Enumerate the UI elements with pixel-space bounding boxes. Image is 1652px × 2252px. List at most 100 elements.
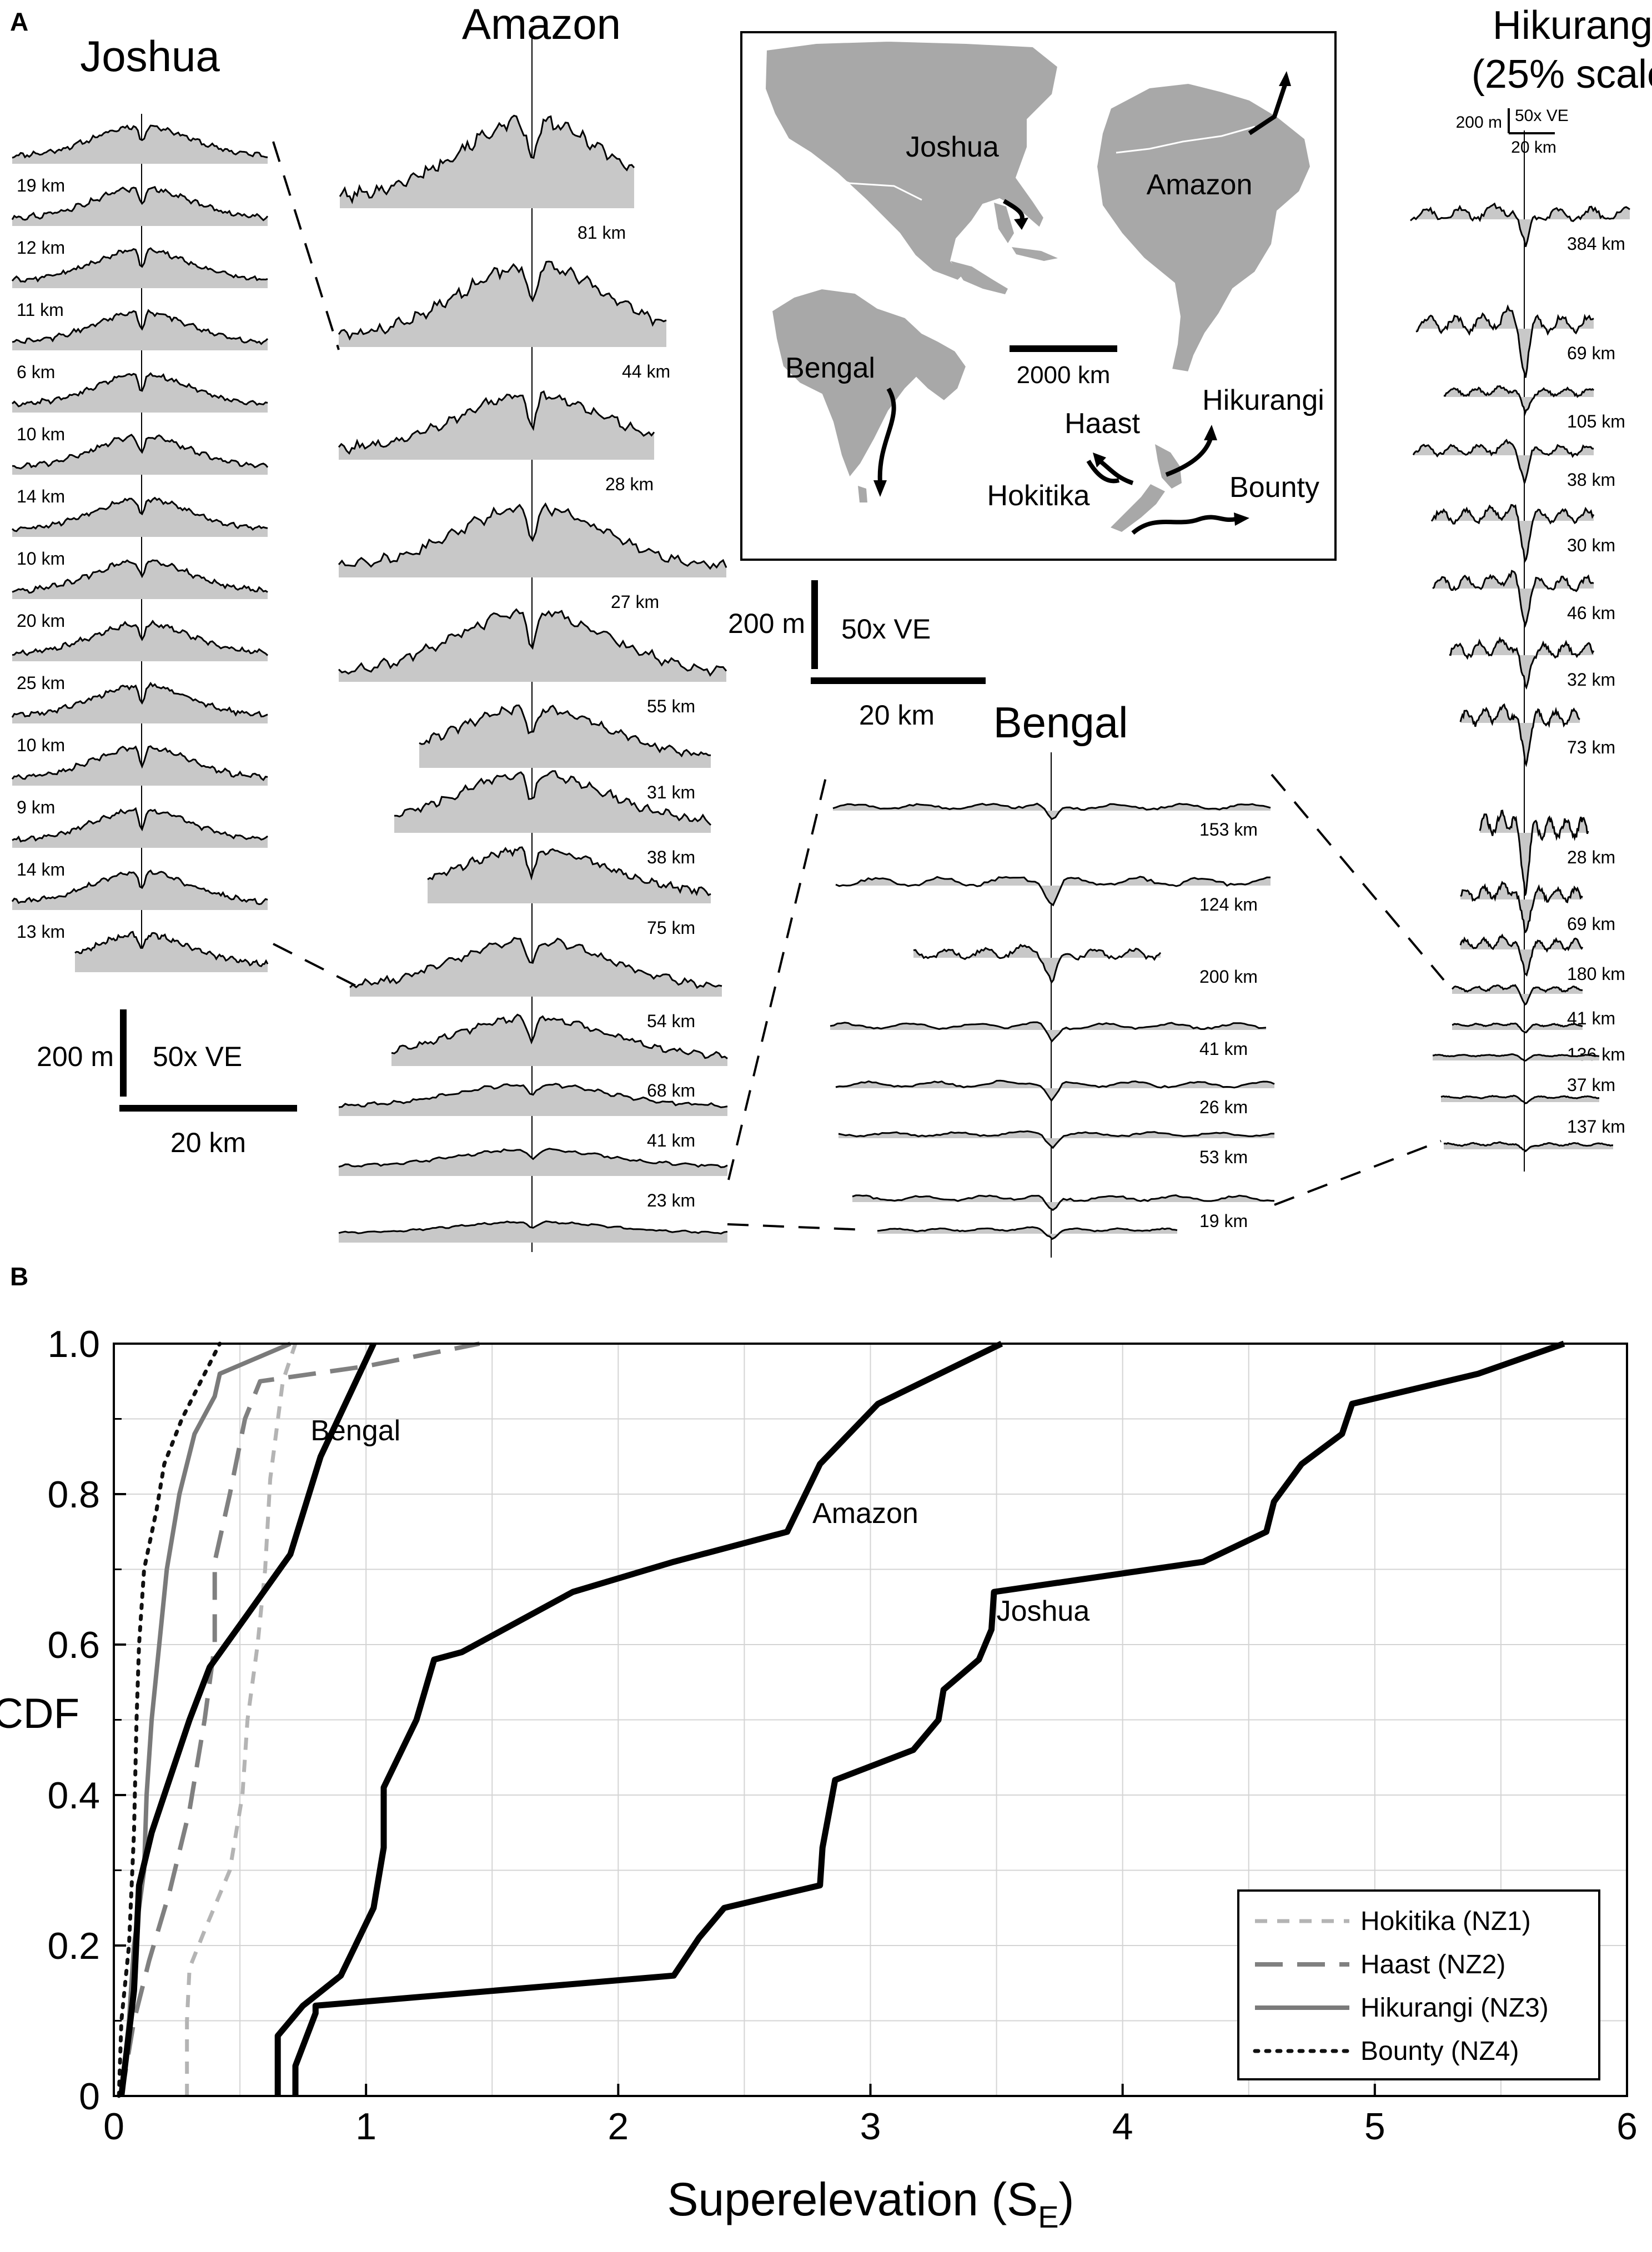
profile-fill	[339, 391, 654, 460]
profile-line	[1459, 933, 1584, 977]
profile-spacing-label: 27 km	[611, 592, 659, 612]
series-label-amazon: Amazon	[812, 1497, 918, 1530]
x-axis-label: Superelevation (SE)	[667, 2173, 1074, 2234]
profile-spacing-label: 19 km	[1199, 1211, 1248, 1231]
profile-spacing-label: 69 km	[1567, 914, 1615, 934]
new-zealand-north	[1155, 444, 1182, 489]
scale-ve-label: 50x VE	[841, 614, 931, 645]
chart-legend: Hokitika (NZ1)Haast (NZ2)Hikurangi (NZ3)…	[1237, 1889, 1600, 2080]
new-zealand-south	[1111, 484, 1165, 532]
profile-fill	[75, 932, 268, 972]
profile-line	[12, 124, 268, 159]
profile-line	[12, 559, 268, 594]
profile-fill	[913, 944, 1161, 983]
profile-fill	[12, 560, 268, 599]
profile-line	[12, 620, 269, 656]
profile-fill	[1444, 386, 1594, 414]
profile-spacing-label: 14 km	[17, 859, 65, 879]
profile-line	[913, 943, 1162, 984]
map-label-bengal: Bengal	[785, 352, 875, 384]
scale-vertical-label: 200 m	[728, 608, 805, 639]
profile-spacing-label: 124 km	[1199, 894, 1258, 914]
profile-line	[11, 745, 268, 781]
profile-line	[830, 1021, 1267, 1043]
series-line-amazon	[274, 1341, 1003, 2096]
scale-ve-label: 50x VE	[153, 1041, 242, 1072]
profile-spacing-label: 10 km	[17, 549, 65, 569]
profile-spacing-label: 20 km	[17, 611, 65, 631]
y-tick-label: 0	[79, 2075, 100, 2118]
sri-lanka	[858, 486, 867, 502]
profile-fill	[340, 115, 634, 208]
profile-fill	[838, 1131, 1274, 1148]
profile-line	[1440, 1094, 1600, 1104]
legend-label: Haast (NZ2)	[1360, 1950, 1505, 1979]
profile-line	[852, 1194, 1275, 1212]
profile-spacing-label: 12 km	[17, 238, 65, 258]
profile-spacing-label: 14 km	[17, 486, 65, 506]
profile-spacing-label: 11 km	[17, 300, 64, 320]
profile-spacing-label: 9 km	[17, 797, 55, 817]
hikurangi-arrowhead	[1204, 425, 1217, 440]
profile-fill	[12, 125, 268, 164]
profile-line	[11, 681, 268, 718]
profile-fill	[12, 435, 268, 475]
profile-fill	[339, 609, 726, 682]
map-label-hikurangi: Hikurangi	[1202, 384, 1324, 416]
profile-line	[12, 496, 268, 532]
profile-line	[1410, 202, 1630, 247]
connector-dashed-line	[727, 1223, 867, 1231]
south-america-landmass	[1096, 82, 1312, 373]
bengal-arrowhead	[873, 480, 887, 497]
bengal-arrow	[877, 387, 896, 484]
profile-spacing-label: 384 km	[1567, 234, 1625, 254]
series-label-bengal: Bengal	[310, 1415, 400, 1447]
bengal-title: Bengal	[993, 698, 1128, 747]
map-label-hokitika: Hokitika	[987, 480, 1090, 512]
profile-line	[11, 185, 269, 222]
series-line-haast	[119, 1341, 480, 2097]
profile-line	[11, 869, 268, 906]
profile-line	[1460, 881, 1583, 934]
profile-line	[338, 502, 727, 570]
profile-fill	[1460, 882, 1583, 932]
profile-line	[338, 390, 655, 455]
x-tick-label: 5	[1364, 2105, 1385, 2148]
profile-spacing-label: 32 km	[1567, 670, 1615, 690]
profile-line	[1443, 1141, 1614, 1153]
profile-spacing-label: 73 km	[1567, 737, 1615, 757]
profile-line	[1415, 304, 1594, 378]
profile-spacing-label: 10 km	[17, 735, 65, 755]
profile-fill	[877, 1227, 1177, 1239]
legend-label: Bounty (NZ4)	[1360, 2037, 1519, 2066]
profile-line	[1433, 1053, 1600, 1062]
profile-fill	[12, 373, 268, 413]
profile-line	[1451, 984, 1583, 1006]
north-america-landmass	[764, 40, 1059, 282]
profile-connectors	[272, 141, 1445, 1231]
profile-fill	[12, 871, 268, 910]
profile-line	[338, 608, 727, 677]
profile-fill	[1432, 505, 1594, 561]
profile-fill	[391, 1014, 727, 1066]
profile-line	[419, 704, 711, 758]
profile-line	[394, 770, 712, 826]
profile-fill	[830, 1022, 1266, 1042]
profile-line	[338, 1083, 728, 1108]
x-tick-label: 1	[355, 2105, 376, 2148]
profile-spacing-label: 55 km	[647, 696, 695, 716]
profile-fill	[339, 262, 666, 347]
scale-horizontal-label: 20 km	[859, 700, 935, 731]
series-line-hokitika	[185, 1343, 298, 2096]
profile-spacing-label: 28 km	[605, 474, 654, 494]
profile-line	[838, 1130, 1274, 1149]
profile-fill	[1416, 306, 1594, 378]
joshua-title: Joshua	[80, 32, 220, 81]
profile-spacing-label: 28 km	[1567, 847, 1615, 867]
